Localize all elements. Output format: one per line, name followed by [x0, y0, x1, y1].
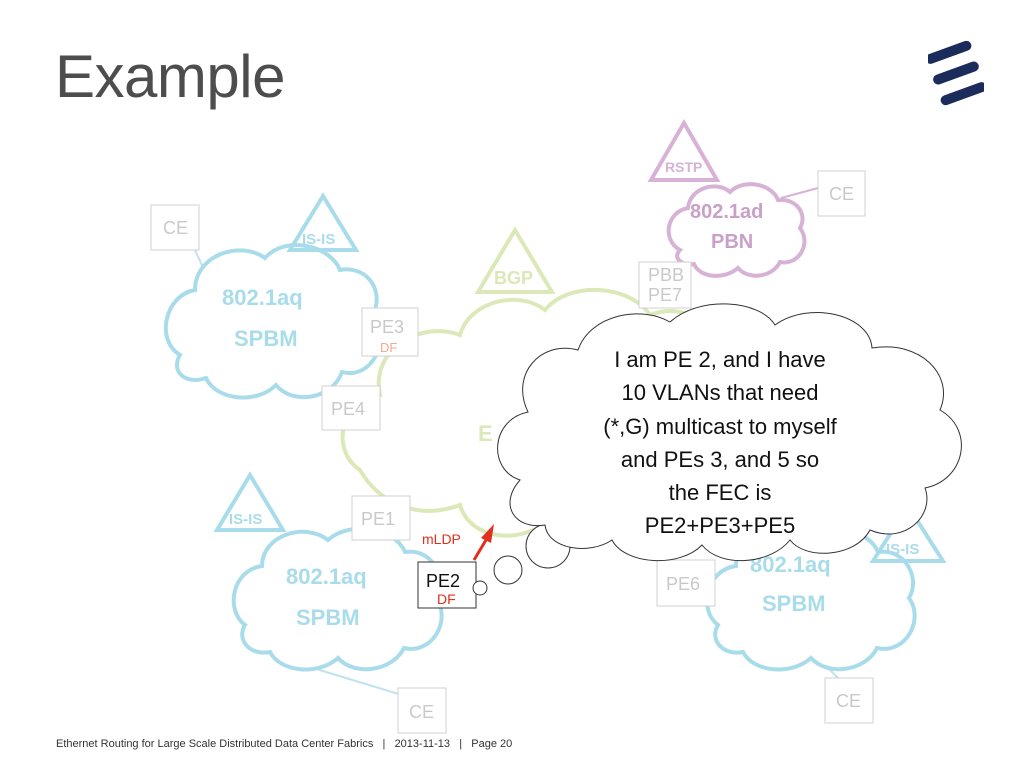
pe1-box: [351, 495, 411, 541]
ericsson-logo-icon: [928, 40, 984, 106]
spbm-cloud-bottom-right-line2: SPBM: [762, 591, 826, 616]
ce-top-left-label: CE: [163, 218, 188, 238]
ce-bottom-label: CE: [409, 702, 434, 722]
spbm-cloud-bottom-left-line1: 802.1aq: [286, 564, 367, 589]
pe2-label: PE2: [426, 571, 460, 591]
pe1-label: PE1: [361, 509, 395, 529]
thought-line-3: (*,G) multicast to myself: [603, 414, 837, 439]
footer-separator-1: |: [382, 738, 386, 750]
thought-line-4: and PEs 3, and 5 so: [621, 447, 819, 472]
pe2-df-label: DF: [437, 591, 456, 607]
footer-page: Page 20: [471, 738, 513, 750]
isis-label-bottom-left: IS-IS: [229, 511, 262, 528]
bgp-triangle: BGP: [474, 226, 556, 294]
thought-line-5: the FEC is: [669, 480, 772, 505]
pbb-pe7-label-line2: PE7: [648, 285, 682, 305]
ce-bottom-box: [397, 687, 447, 734]
thought-line-2: 10 VLANs that need: [622, 380, 819, 405]
pbb-pe7-label-line1: PBB: [648, 265, 684, 285]
footer-title: Ethernet Routing for Large Scale Distrib…: [56, 738, 374, 750]
pbn-cloud-line1: 802.1ad: [690, 201, 763, 223]
mldp-arrow-icon: [472, 524, 494, 561]
mldp-label: mLDP: [422, 531, 461, 547]
thought-dot-small: [472, 580, 488, 596]
rstp-label: RSTP: [665, 159, 702, 175]
spbm-cloud-bottom-left: [231, 526, 444, 672]
pe6-box: [656, 559, 716, 607]
pbb-pe7-box: [638, 261, 692, 309]
pbn-cloud-line2: PBN: [711, 231, 753, 253]
ce-top-left-box: [150, 204, 200, 251]
thought-line-6: PE2+PE3+PE5: [645, 513, 795, 538]
pe4-box: [321, 385, 381, 431]
ce-top-right-box: [817, 170, 866, 217]
pe3-df-label: DF: [380, 340, 397, 355]
spbm-cloud-top-left-line2: SPBM: [234, 326, 298, 351]
isis-triangle-bottom-left: IS-IS: [213, 471, 287, 532]
pe6-label: PE6: [666, 574, 700, 594]
thought-line-1: I am PE 2, and I have: [614, 347, 826, 372]
spbm-cloud-top-left-line1: 802.1aq: [222, 285, 303, 310]
pe3-box: [361, 307, 419, 357]
footer-date: 2013-11-13: [394, 738, 451, 750]
node-labels: CE CE CE CE PE1 PE3 PE4 PE6 PBB PE7: [163, 184, 861, 722]
thought-bubble-text: I am PE 2, and I have 10 VLANs that need…: [603, 347, 837, 538]
pbn-cloud: [666, 182, 807, 278]
footer-separator-2: |: [459, 738, 463, 750]
ce-bottom-right-box: [824, 677, 874, 724]
isis-label-right: IS-IS: [886, 541, 919, 558]
spbm-cloud-top-left: [163, 243, 383, 400]
pe3-label: PE3: [370, 317, 404, 337]
isis-label-top: IS-IS: [302, 231, 335, 248]
bgp-label: BGP: [494, 268, 533, 288]
ce-bottom-right-label: CE: [836, 691, 861, 711]
node-boxes: [150, 170, 874, 734]
ce-top-right-label: CE: [829, 184, 854, 204]
footer: Ethernet Routing for Large Scale Distrib…: [56, 738, 512, 750]
isis-triangle-top: IS-IS: [286, 192, 360, 252]
thought-dot-medium: [493, 555, 523, 585]
pe4-label: PE4: [331, 399, 365, 419]
core-cloud-label: E: [478, 421, 493, 446]
rstp-triangle: RSTP: [647, 119, 721, 182]
spbm-cloud-bottom-left-line2: SPBM: [296, 605, 360, 630]
slide-title: Example: [55, 43, 285, 110]
thought-bubble: [497, 303, 962, 562]
